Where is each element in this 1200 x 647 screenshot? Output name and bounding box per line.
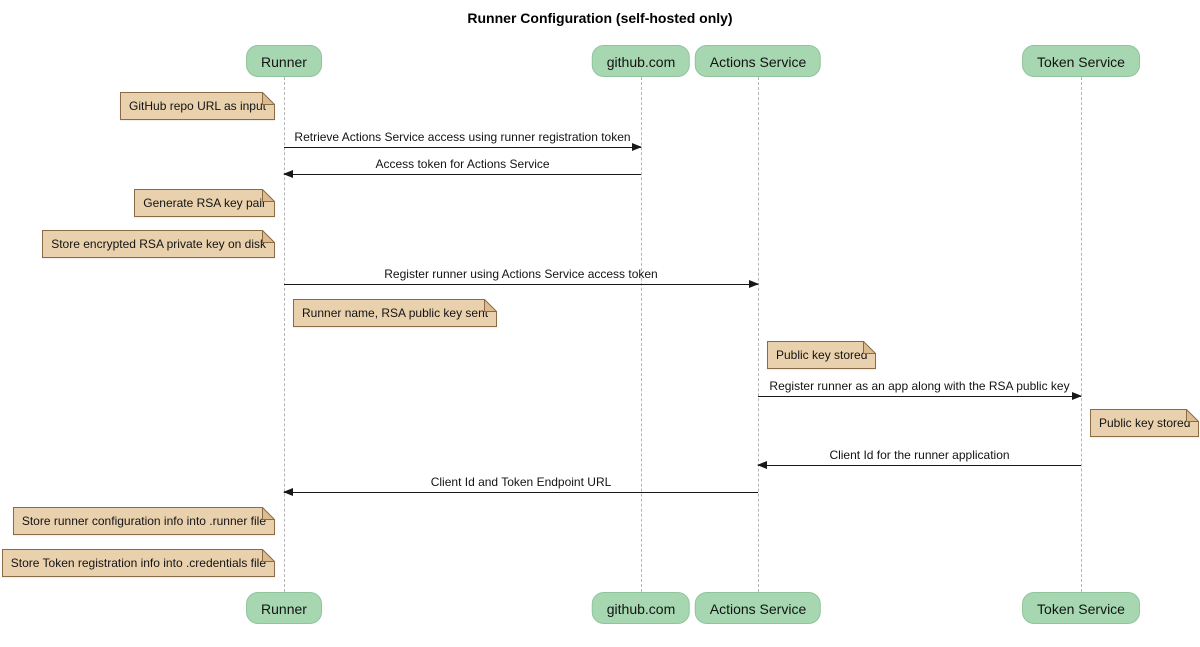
note-text: Generate RSA key pair (143, 196, 266, 210)
participant-token-service-top: Token Service (1022, 45, 1140, 77)
note-fold-icon (262, 189, 275, 202)
note-github-repo-url: GitHub repo URL as input (120, 92, 275, 120)
note-fold-icon (262, 549, 275, 562)
participant-actions-service-bottom: Actions Service (694, 592, 822, 624)
participant-actions-service-top: Actions Service (694, 45, 822, 77)
message-register-runner: Register runner using Actions Service ac… (284, 267, 759, 288)
note-public-key-stored-token: Public key stored (1090, 409, 1200, 437)
arrowhead-left-icon (283, 170, 293, 178)
note-text: Runner name, RSA public key sent (302, 306, 489, 320)
message-register-runner-app: Register runner as an app along with the… (758, 379, 1082, 400)
note-text: Store Token registration info into .cred… (10, 556, 266, 570)
message-label: Client Id and Token Endpoint URL (430, 475, 612, 489)
message-line (283, 488, 758, 496)
note-fold-icon (262, 92, 275, 105)
participant-github-top: github.com (591, 45, 691, 77)
note-store-token-registration: Store Token registration info into .cred… (1, 549, 275, 577)
note-text: Public key stored (1099, 416, 1191, 430)
message-line (283, 170, 641, 178)
note-store-runner-config: Store runner configuration info into .ru… (12, 507, 275, 535)
message-client-id-token-endpoint: Client Id and Token Endpoint URL (283, 475, 758, 496)
message-label: Client Id for the runner application (829, 448, 1010, 462)
note-public-key-stored-actions: Public key stored (767, 341, 877, 369)
message-line (284, 143, 642, 151)
lifeline-github (641, 77, 642, 592)
message-retrieve-actions-access: Retrieve Actions Service access using ru… (284, 130, 642, 151)
diagram-title: Runner Configuration (self-hosted only) (467, 10, 733, 26)
note-generate-rsa-key: Generate RSA key pair (134, 189, 275, 217)
message-line (757, 461, 1081, 469)
arrowhead-left-icon (757, 461, 767, 469)
message-label: Register runner as an app along with the… (769, 379, 1070, 393)
message-label: Retrieve Actions Service access using ru… (294, 130, 631, 144)
note-fold-icon (484, 299, 498, 312)
note-fold-icon (1186, 409, 1200, 422)
participant-github-bottom: github.com (591, 592, 691, 624)
arrowhead-left-icon (283, 488, 293, 496)
note-fold-icon (262, 507, 275, 520)
lifeline-token-service (1081, 77, 1082, 592)
lifeline-actions-service (758, 77, 759, 592)
message-line (284, 280, 759, 288)
note-text: Public key stored (776, 348, 868, 362)
note-store-encrypted-key: Store encrypted RSA private key on disk (42, 230, 275, 258)
arrowhead-right-icon (1072, 392, 1082, 400)
participant-runner-bottom: Runner (246, 592, 322, 624)
participant-runner-top: Runner (246, 45, 322, 77)
note-text: Store encrypted RSA private key on disk (51, 237, 266, 251)
arrowhead-right-icon (632, 143, 642, 151)
message-line (758, 392, 1082, 400)
note-fold-icon (262, 230, 275, 243)
note-runner-name-sent: Runner name, RSA public key sent (293, 299, 498, 327)
lifeline-runner (284, 77, 285, 592)
note-text: Store runner configuration info into .ru… (21, 514, 266, 528)
message-label: Access token for Actions Service (375, 157, 550, 171)
arrowhead-right-icon (749, 280, 759, 288)
note-text: GitHub repo URL as input (129, 99, 266, 113)
participant-token-service-bottom: Token Service (1022, 592, 1140, 624)
message-client-id: Client Id for the runner application (757, 448, 1081, 469)
message-access-token: Access token for Actions Service (283, 157, 641, 178)
message-label: Register runner using Actions Service ac… (384, 267, 658, 281)
note-fold-icon (863, 341, 877, 354)
